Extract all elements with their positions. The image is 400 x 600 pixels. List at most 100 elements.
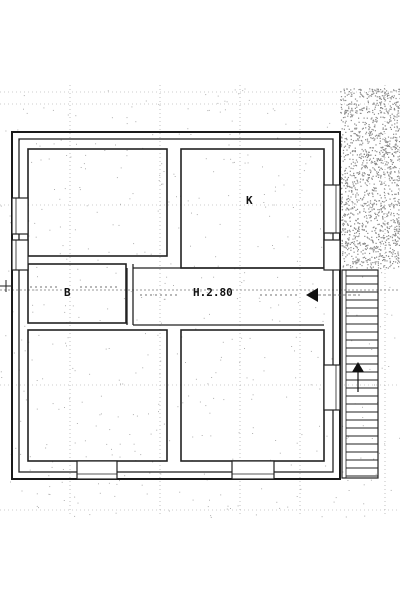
speckle	[397, 262, 399, 264]
speckle	[371, 209, 373, 211]
speckle	[394, 240, 396, 242]
speckle	[158, 411, 159, 413]
speckle	[395, 228, 397, 231]
speckle	[349, 243, 351, 245]
speckle	[363, 243, 365, 245]
speckle	[375, 216, 377, 218]
speckle	[371, 150, 373, 152]
speckle	[349, 231, 351, 233]
speckle	[372, 157, 375, 159]
speckle	[362, 162, 364, 164]
speckle	[264, 357, 266, 359]
speckle	[356, 112, 358, 114]
speckle	[271, 319, 273, 321]
speckle	[379, 230, 381, 232]
speckle	[365, 245, 367, 247]
speckle	[205, 405, 207, 407]
speckle	[36, 143, 37, 145]
speckle	[387, 122, 389, 124]
speckle	[350, 103, 352, 105]
speckle	[244, 162, 246, 164]
speckle	[378, 166, 380, 168]
speckle	[368, 111, 370, 113]
speckle	[346, 207, 348, 209]
speckle	[383, 201, 385, 203]
speckle	[358, 131, 360, 133]
speckle	[383, 237, 385, 239]
speckle	[377, 246, 379, 248]
speckle	[376, 102, 378, 104]
speckle	[362, 253, 364, 255]
speckle	[366, 108, 368, 110]
speckle	[170, 263, 172, 265]
speckle	[349, 217, 351, 219]
window-bottom-left	[76, 460, 118, 480]
speckle	[363, 165, 365, 167]
speckle	[374, 106, 376, 108]
speckle	[370, 137, 372, 139]
speckle	[392, 263, 394, 265]
speckle	[74, 442, 76, 444]
speckle	[358, 233, 360, 235]
speckle	[340, 99, 342, 101]
speckle	[376, 256, 378, 258]
speckle	[287, 506, 289, 508]
speckle	[395, 167, 397, 169]
speckle	[333, 501, 335, 503]
speckle	[369, 134, 371, 136]
speckle	[387, 162, 389, 164]
speckle	[386, 145, 389, 147]
speckle	[380, 104, 382, 106]
speckle	[377, 135, 379, 137]
speckle	[5, 335, 7, 337]
speckle	[359, 171, 361, 173]
speckle	[140, 454, 142, 456]
speckle	[141, 484, 143, 486]
speckle	[367, 94, 369, 96]
speckle	[116, 483, 118, 485]
speckle	[385, 184, 387, 186]
speckle	[213, 397, 215, 399]
speckle	[381, 211, 383, 213]
speckle	[356, 267, 358, 269]
speckle	[166, 276, 168, 278]
speckle	[344, 234, 346, 236]
speckle	[353, 92, 355, 94]
speckle	[345, 137, 348, 139]
speckle	[233, 161, 235, 163]
speckle	[367, 111, 369, 114]
speckle	[365, 92, 367, 94]
speckle	[386, 171, 388, 173]
speckle	[35, 236, 37, 238]
speckle	[375, 217, 377, 219]
speckle	[210, 515, 212, 517]
speckle	[385, 244, 387, 246]
speckle	[384, 103, 386, 105]
speckle	[342, 265, 345, 267]
speckle	[346, 254, 348, 256]
speckle	[350, 247, 352, 249]
speckle	[392, 137, 394, 139]
speckle	[370, 248, 372, 250]
speckle	[374, 218, 376, 220]
speckle	[32, 311, 34, 313]
speckle	[278, 175, 280, 177]
speckle	[396, 137, 398, 139]
speckle	[342, 152, 345, 154]
speckle	[207, 110, 209, 112]
speckle	[393, 220, 396, 222]
speckle	[213, 171, 215, 173]
speckle	[380, 150, 382, 152]
speckle	[349, 152, 352, 154]
speckle	[362, 136, 364, 138]
speckle	[58, 408, 60, 410]
speckle	[388, 174, 390, 176]
speckle	[89, 514, 91, 516]
speckle	[347, 176, 349, 179]
speckle	[369, 95, 371, 97]
speckle	[383, 154, 385, 156]
speckle	[363, 202, 365, 205]
speckle	[207, 506, 209, 508]
speckle	[346, 139, 348, 141]
speckle	[363, 210, 365, 212]
